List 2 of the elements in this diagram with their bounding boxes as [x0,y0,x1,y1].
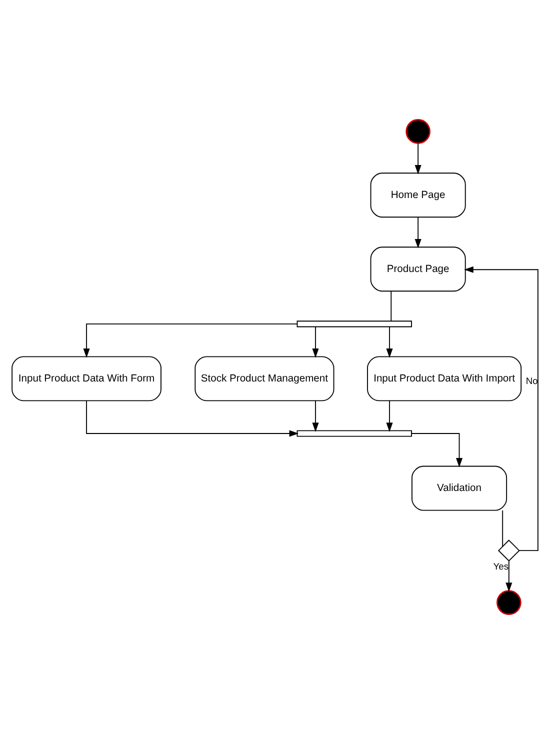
edge-label: No [526,376,538,386]
edge-label: Yes [493,560,509,571]
